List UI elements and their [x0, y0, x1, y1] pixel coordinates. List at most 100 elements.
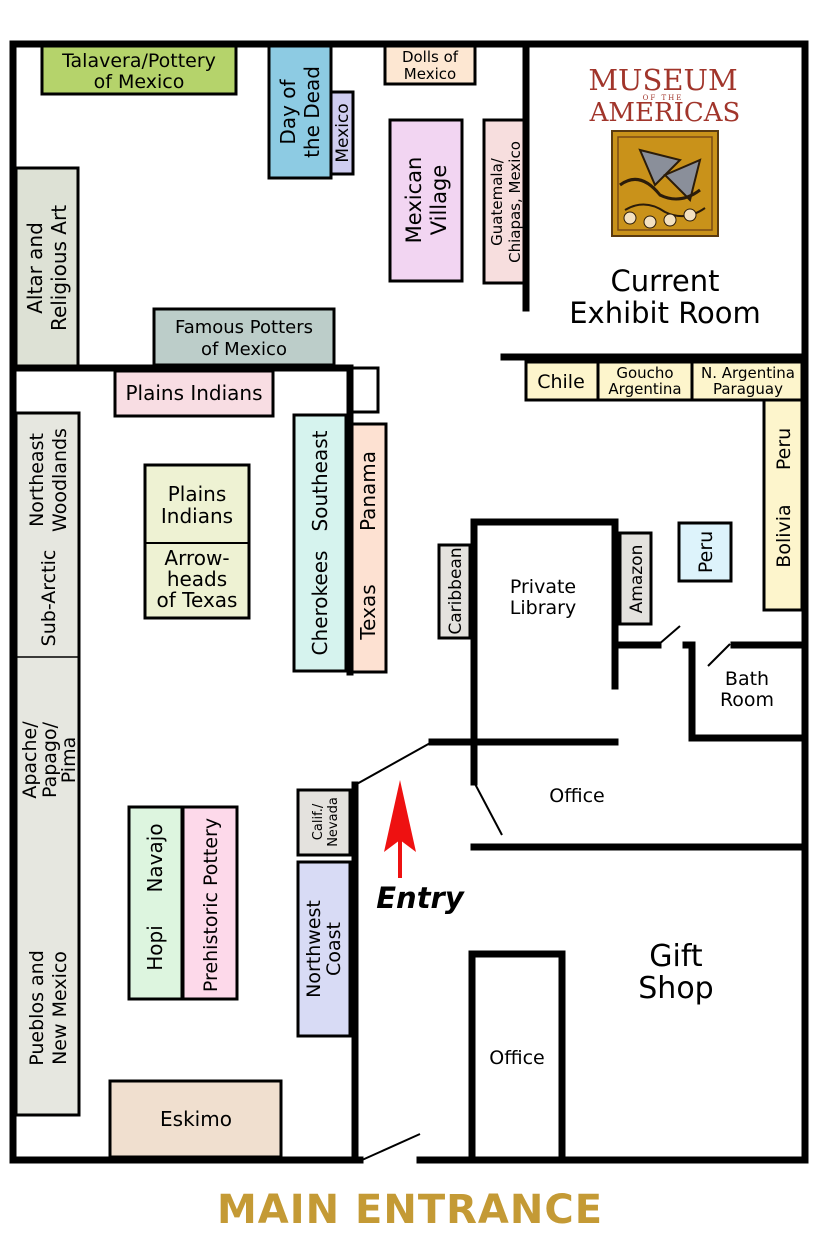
gift-shop-line1: Gift [649, 939, 703, 974]
logo-line2: AMERICAS [589, 98, 741, 128]
current-exhibit-line1: Current [611, 264, 720, 298]
altar-line1: Altar and [23, 222, 47, 314]
exhibit-day-of-the-dead: Day ofthe Dead [267, 44, 333, 180]
exhibit-prehistoric-pottery: Prehistoric Pottery [181, 805, 239, 1001]
current-exhibit-line2: Exhibit Room [569, 296, 761, 330]
calif-line2: Nevada [326, 797, 341, 847]
private-library-line1: Private [510, 576, 576, 598]
plains-case-line2: Indians [161, 504, 233, 528]
plains-indians-wall-label: Plains Indians [125, 381, 262, 405]
entry-arrow [384, 780, 416, 878]
chile-label: Chile [537, 371, 585, 393]
pueblos-line1: Pueblos and [26, 950, 48, 1066]
arrowheads-line1: Arrow- [164, 546, 229, 570]
peru-case-label: Peru [695, 531, 717, 573]
guatemala-line1: Guatemala/ [488, 157, 506, 246]
goucho-line2: Argentina [608, 380, 681, 398]
caribbean-label: Caribbean [446, 547, 466, 634]
apache-line3: Pima [58, 737, 80, 783]
exhibit-northwest-coast: NorthwestCoast [296, 860, 352, 1038]
altar-line2: Religious Art [47, 205, 71, 331]
room-office-upper: Office [549, 785, 604, 807]
exhibit-calif-nevada: Calif./Nevada [296, 788, 352, 857]
texas-label: Texas [356, 584, 380, 640]
exhibit-mexico: Mexico [329, 90, 355, 176]
dolls-line1: Dolls of [402, 48, 459, 66]
gift-shop-line2: Shop [638, 971, 713, 1006]
calif-line1: Calif./ [311, 803, 326, 840]
guatemala-line2: Chiapas, Mexico [506, 141, 524, 263]
exhibit-plains-indians-wall: Plains Indians [113, 369, 275, 418]
n-argentina-line1: N. Argentina [701, 364, 795, 382]
exhibit-amazon: Amazon [618, 531, 653, 626]
northwest-line2: Coast [323, 922, 345, 976]
dolls-line2: Mexico [404, 65, 456, 83]
svg-text:NorthwestCoast: NorthwestCoast [303, 900, 345, 998]
exhibit-peru-case: Peru [677, 521, 733, 583]
svg-text:Sub-Arctic: Sub-Arctic [38, 550, 60, 647]
museum-logo: MUSEUM OF THE AMERICAS [588, 63, 741, 237]
prehistoric-label: Prehistoric Pottery [200, 818, 222, 992]
exhibit-cherokees-southeast: Cherokees Southeast [292, 413, 348, 673]
exhibit-navajo-hopi: Navajo Hopi [127, 805, 184, 1001]
room-office-lower: Office [489, 1047, 544, 1069]
amazon-label: Amazon [627, 545, 647, 614]
svg-text:NortheastWoodlands: NortheastWoodlands [26, 428, 71, 532]
cherokees-label: Cherokees [308, 551, 332, 656]
exhibit-left-wall-cases: NortheastWoodlands Sub-Arctic Apache/Pap… [14, 411, 81, 1117]
private-library-line2: Library [510, 597, 576, 619]
n-argentina-line2: Paraguay [713, 380, 783, 398]
arrowheads-line2: heads [167, 567, 227, 591]
svg-text:Altar andReligious Art: Altar andReligious Art [23, 205, 71, 331]
bolivia-label: Bolivia [773, 504, 795, 567]
logo-rug-image [611, 130, 719, 237]
apache-line2: Papago/ [39, 721, 61, 798]
svg-text:Guatemala/Chiapas, Mexico: Guatemala/Chiapas, Mexico [488, 141, 524, 263]
exhibit-panama-texas: Panama Texas [349, 422, 388, 674]
svg-text:Day ofthe Dead: Day ofthe Dead [276, 66, 324, 158]
bath-line1: Bath [725, 668, 769, 690]
day-of-dead-line2: the Dead [300, 66, 324, 158]
exhibit-mexican-village: MexicanVillage [388, 118, 464, 283]
panama-label: Panama [356, 451, 380, 531]
northeast-line1: Northeast [26, 433, 48, 527]
eskimo-label: Eskimo [160, 1107, 232, 1131]
exhibit-guatemala-chiapas: Guatemala/Chiapas, Mexico [482, 118, 527, 285]
navajo-label: Navajo [143, 823, 167, 892]
svg-text:Apache/Papago/Pima: Apache/Papago/Pima [19, 721, 80, 799]
northeast-line2: Woodlands [49, 428, 71, 532]
goucho-line1: Goucho [616, 364, 673, 382]
famous-potters-line2: of Mexico [201, 339, 287, 360]
logo-line1: MUSEUM [588, 63, 737, 97]
sub-arctic-label: Sub-Arctic [38, 550, 60, 647]
famous-potters-line1: Famous Potters [175, 317, 313, 338]
arrowheads-line3: of Texas [157, 588, 238, 612]
mexican-village-line1: Mexican [402, 157, 426, 244]
bath-line2: Room [720, 689, 774, 711]
mexican-village-line2: Village [427, 165, 451, 236]
southeast-label: Southeast [308, 430, 332, 531]
svg-text:Pueblos andNew Mexico: Pueblos andNew Mexico [26, 950, 71, 1066]
entry-label: Entry [376, 881, 465, 915]
svg-text:Calif./Nevada: Calif./Nevada [311, 797, 341, 847]
apache-line1: Apache/ [19, 721, 41, 799]
main-entrance-label: MAIN ENTRANCE [217, 1187, 603, 1233]
